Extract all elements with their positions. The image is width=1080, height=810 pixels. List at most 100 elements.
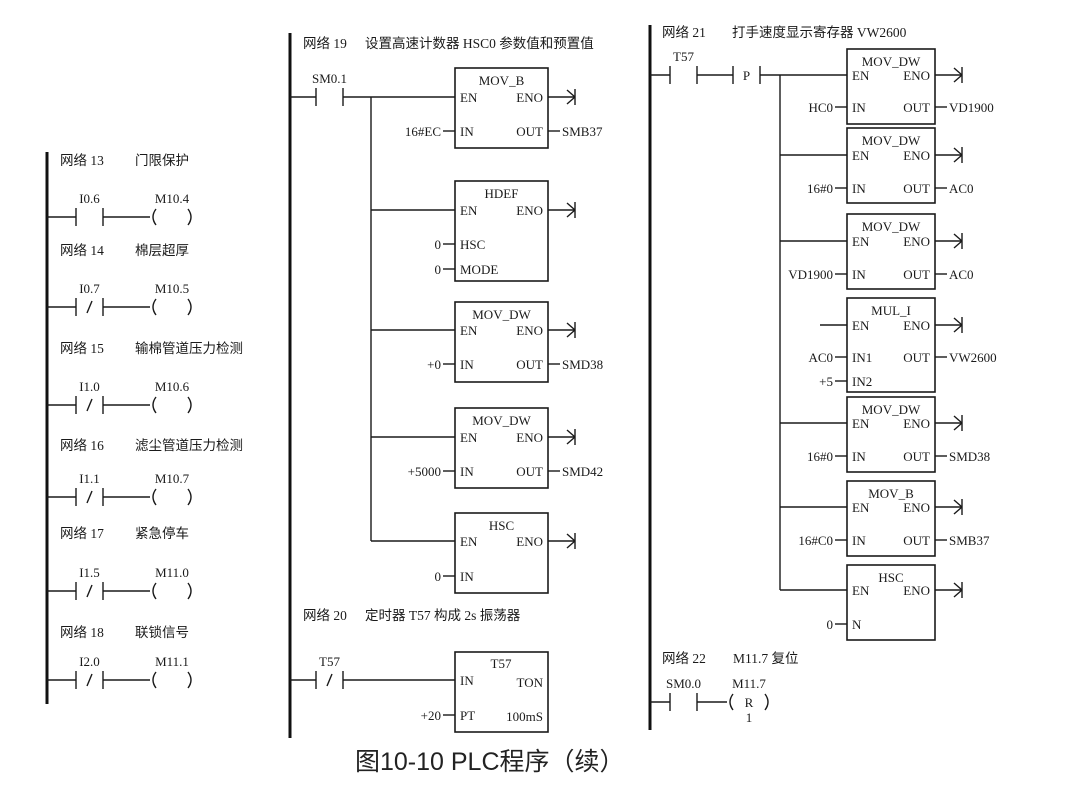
- eno-terminator-icon: [548, 429, 576, 445]
- arrow-head-top: [566, 322, 576, 331]
- input-operand: 0: [827, 617, 834, 632]
- coil: M10.4: [152, 191, 192, 226]
- network-comment: 定时器 T57 构成 2s 振荡器: [365, 608, 521, 623]
- preset-value: +20: [421, 708, 441, 723]
- arrow-head-top: [566, 533, 576, 542]
- block-frame: [846, 213, 936, 290]
- output-operand: SMD38: [949, 449, 990, 464]
- output-operand: SMB37: [562, 124, 603, 139]
- arrow-head-bottom: [566, 209, 576, 218]
- block-title: HDEF: [485, 186, 519, 201]
- eno-terminator-icon: [935, 67, 963, 83]
- contact-slash: [86, 490, 93, 504]
- output-operand: SMD38: [562, 357, 603, 372]
- contact-label: I1.5: [79, 565, 100, 580]
- network-comment: 打手速度显示寄存器 VW2600: [732, 24, 907, 40]
- coil-left-arc: [152, 671, 157, 689]
- pin-eno: ENO: [903, 318, 930, 333]
- coil-left-arc: [152, 582, 157, 600]
- coil-label: M10.6: [155, 379, 190, 394]
- block-frame: [846, 564, 936, 641]
- coil-right-arc: [187, 396, 192, 414]
- pin-in: IN: [852, 181, 866, 196]
- pin-in: IN: [460, 673, 474, 688]
- block-frame: [454, 180, 549, 282]
- block-title: HSC: [878, 570, 903, 585]
- pin-out: OUT: [903, 350, 930, 365]
- coil-left-arc: [152, 488, 157, 506]
- pin-in: IN: [852, 100, 866, 115]
- edge-label: P: [743, 68, 750, 83]
- coil-label: M10.5: [155, 281, 189, 296]
- network-comment: 输棉管道压力检测: [135, 341, 243, 356]
- output-operand: SMB37: [949, 533, 990, 548]
- pin-en: EN: [852, 583, 870, 598]
- coil-label: M11.1: [155, 654, 189, 669]
- pin-in2: IN2: [852, 374, 872, 389]
- coil-right-arc: [187, 582, 192, 600]
- output-operand: VD1900: [949, 100, 994, 115]
- nc-contact: I1.5: [75, 565, 104, 600]
- arrow-head-top: [566, 202, 576, 211]
- pin-out: OUT: [903, 100, 930, 115]
- eno-terminator-icon: [548, 533, 576, 549]
- coil-label: M11.0: [155, 565, 189, 580]
- eno-terminator-icon: [935, 499, 963, 515]
- output-operand: AC0: [949, 181, 974, 196]
- eno-terminator-icon: [935, 147, 963, 163]
- network-label: 网络 17: [60, 526, 104, 541]
- pin-eno: ENO: [516, 430, 543, 445]
- arrow-head-bottom: [953, 240, 963, 249]
- network-comment: 紧急停车: [135, 525, 189, 541]
- nc-contact: I2.0: [75, 654, 104, 689]
- network-comment: 门限保护: [135, 153, 189, 168]
- nc-contact: T57: [315, 654, 344, 689]
- contact-label: I0.6: [79, 191, 100, 206]
- arrow-head-bottom: [953, 324, 963, 333]
- pin-out: OUT: [516, 124, 543, 139]
- contact-slash: [86, 584, 93, 598]
- network-label: 网络 16: [60, 438, 104, 453]
- input-operand: 16#0: [807, 449, 833, 464]
- eno-terminator-icon: [548, 89, 576, 105]
- pin-en: EN: [460, 534, 478, 549]
- network-label: 网络 14: [60, 243, 104, 258]
- network-comment: 设置高速计数器 HSC0 参数值和预置值: [365, 35, 594, 51]
- input-operand: VD1900: [788, 267, 833, 282]
- pin-eno: ENO: [516, 323, 543, 338]
- input-operand: +0: [427, 357, 441, 372]
- pin-in: IN: [852, 267, 866, 282]
- coil-label: M10.4: [155, 191, 190, 206]
- arrow-head-bottom: [566, 540, 576, 549]
- coil-right-arc: [187, 488, 192, 506]
- block-frame: [846, 396, 936, 473]
- eno-terminator-icon: [548, 322, 576, 338]
- contact-label: I2.0: [79, 654, 100, 669]
- output-operand: SMD42: [562, 464, 603, 479]
- pin-hsc: HSC: [460, 237, 485, 252]
- pin-in1: IN1: [852, 350, 872, 365]
- coil-right-arc: [764, 693, 769, 711]
- arrow-head-top: [953, 67, 963, 76]
- block-title: MOV_DW: [862, 133, 921, 148]
- pin-en: EN: [852, 68, 870, 83]
- coil-label: M10.7: [155, 471, 190, 486]
- network-label: 网络 21: [662, 25, 706, 40]
- coil-left-arc: [152, 208, 157, 226]
- reset-count: 1: [746, 710, 753, 725]
- block-title: HSC: [489, 518, 514, 533]
- pin-out: OUT: [903, 449, 930, 464]
- contact-slash: [326, 673, 333, 687]
- contact-label: SM0.1: [312, 71, 347, 86]
- contact-slash: [86, 673, 93, 687]
- pin-en: EN: [460, 323, 478, 338]
- block-frame: [454, 301, 549, 383]
- eno-terminator-icon: [935, 317, 963, 333]
